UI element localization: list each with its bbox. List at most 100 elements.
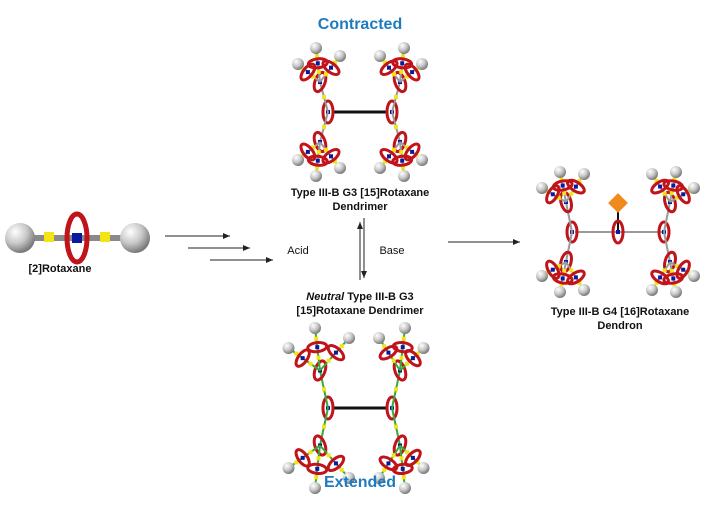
macrocycle-ring xyxy=(392,70,408,94)
macrocycle-ring xyxy=(321,395,335,421)
station-square xyxy=(383,159,387,164)
core-square xyxy=(400,158,405,163)
station-square xyxy=(339,344,344,349)
contracted-dendrimer-molecule xyxy=(292,42,428,182)
station-square xyxy=(382,467,387,472)
macrocycle-ring xyxy=(312,70,328,94)
station-square xyxy=(401,54,405,59)
arm-axle xyxy=(314,327,321,371)
station-square xyxy=(324,147,328,152)
station-square xyxy=(404,145,409,150)
macrocycle-ring xyxy=(650,269,670,286)
stopper-ball xyxy=(670,166,682,178)
station-square xyxy=(672,282,677,287)
stopper-ball xyxy=(688,182,700,194)
core-square xyxy=(72,233,82,243)
stopper-ball xyxy=(646,168,658,180)
focal-diamond xyxy=(608,193,628,213)
macrocycle-ring xyxy=(392,434,408,457)
macrocycle-ring xyxy=(385,395,399,421)
g3-label-line1: Type III-B G3 [15]Rotaxane xyxy=(290,187,430,199)
stopper-ball xyxy=(374,162,386,174)
station-square xyxy=(311,145,316,150)
macrocycle-ring xyxy=(662,272,685,285)
macrocycle-ring xyxy=(306,341,329,354)
station-square xyxy=(316,355,321,360)
stopper-ball xyxy=(536,270,548,282)
contracted-title: Contracted xyxy=(317,16,403,33)
station-square xyxy=(308,450,313,455)
core-square xyxy=(300,356,305,361)
station-square xyxy=(399,150,404,155)
branch-bond xyxy=(663,201,671,233)
g4-label-line1: Type III-B G4 [16]Rotaxane xyxy=(550,306,690,318)
macrocycle-ring xyxy=(306,462,329,475)
macrocycle-ring xyxy=(675,259,691,280)
core-square xyxy=(315,61,320,66)
core-square xyxy=(315,158,320,163)
macrocycle-ring xyxy=(551,179,574,192)
macrocycle-ring xyxy=(312,130,328,154)
arm-axle xyxy=(399,327,406,371)
station-square xyxy=(394,95,398,99)
core-square xyxy=(410,356,415,361)
stopper-ball xyxy=(5,223,35,253)
station-square xyxy=(100,232,110,242)
macrocycle-ring xyxy=(378,344,399,361)
g3-label-line2: Dendrimer xyxy=(332,201,388,213)
macrocycle-ring xyxy=(385,99,399,125)
macrocycle-ring xyxy=(675,184,691,205)
core-square xyxy=(550,267,555,272)
core-square xyxy=(333,350,338,355)
macrocycle-ring xyxy=(392,130,408,154)
stopper-ball xyxy=(416,154,428,166)
core-square xyxy=(329,154,333,159)
core-square xyxy=(671,183,676,188)
station-square xyxy=(294,460,299,465)
station-square xyxy=(383,60,387,65)
core-square xyxy=(333,461,338,466)
station-square xyxy=(316,69,321,74)
stopper-ball xyxy=(343,472,355,484)
g4-label-line2: Dendron xyxy=(597,320,643,332)
stopper-ball xyxy=(578,284,590,296)
acid-label: Acid xyxy=(287,245,309,257)
stopper-ball xyxy=(282,342,295,354)
station-square xyxy=(415,351,420,356)
stopper-ball xyxy=(292,154,304,166)
stopper-ball xyxy=(374,50,386,62)
station-square xyxy=(316,150,321,155)
stopper-ball xyxy=(310,170,322,182)
core-square xyxy=(560,183,565,188)
macrocycle-ring xyxy=(299,142,317,162)
macrocycle-ring xyxy=(378,455,399,472)
station-square xyxy=(324,72,328,77)
stopper-ball xyxy=(417,462,430,474)
core-square xyxy=(315,345,320,350)
core-square xyxy=(386,461,391,466)
station-square xyxy=(339,467,344,472)
core-square xyxy=(305,149,310,154)
station-square xyxy=(401,475,406,480)
macrocycle-ring xyxy=(379,147,399,165)
macrocycle-ring xyxy=(566,178,586,195)
stopper-ball xyxy=(309,482,321,494)
station-square xyxy=(556,195,561,200)
macrocycle-ring xyxy=(662,179,685,192)
core-square xyxy=(560,276,565,281)
station-square xyxy=(333,159,337,164)
station-square xyxy=(382,344,387,349)
station-square xyxy=(562,269,567,273)
stopper-ball xyxy=(416,58,428,70)
station-square xyxy=(405,450,410,455)
reaction-arrows xyxy=(165,218,520,280)
stopper-ball xyxy=(334,162,346,174)
station-square xyxy=(308,361,313,366)
g4-dendron-molecule xyxy=(536,166,700,298)
stopper-ball xyxy=(120,223,150,253)
station-square xyxy=(404,74,409,79)
macrocycle-ring xyxy=(403,62,421,82)
station-square xyxy=(562,191,567,195)
macrocycle-ring xyxy=(566,269,586,286)
